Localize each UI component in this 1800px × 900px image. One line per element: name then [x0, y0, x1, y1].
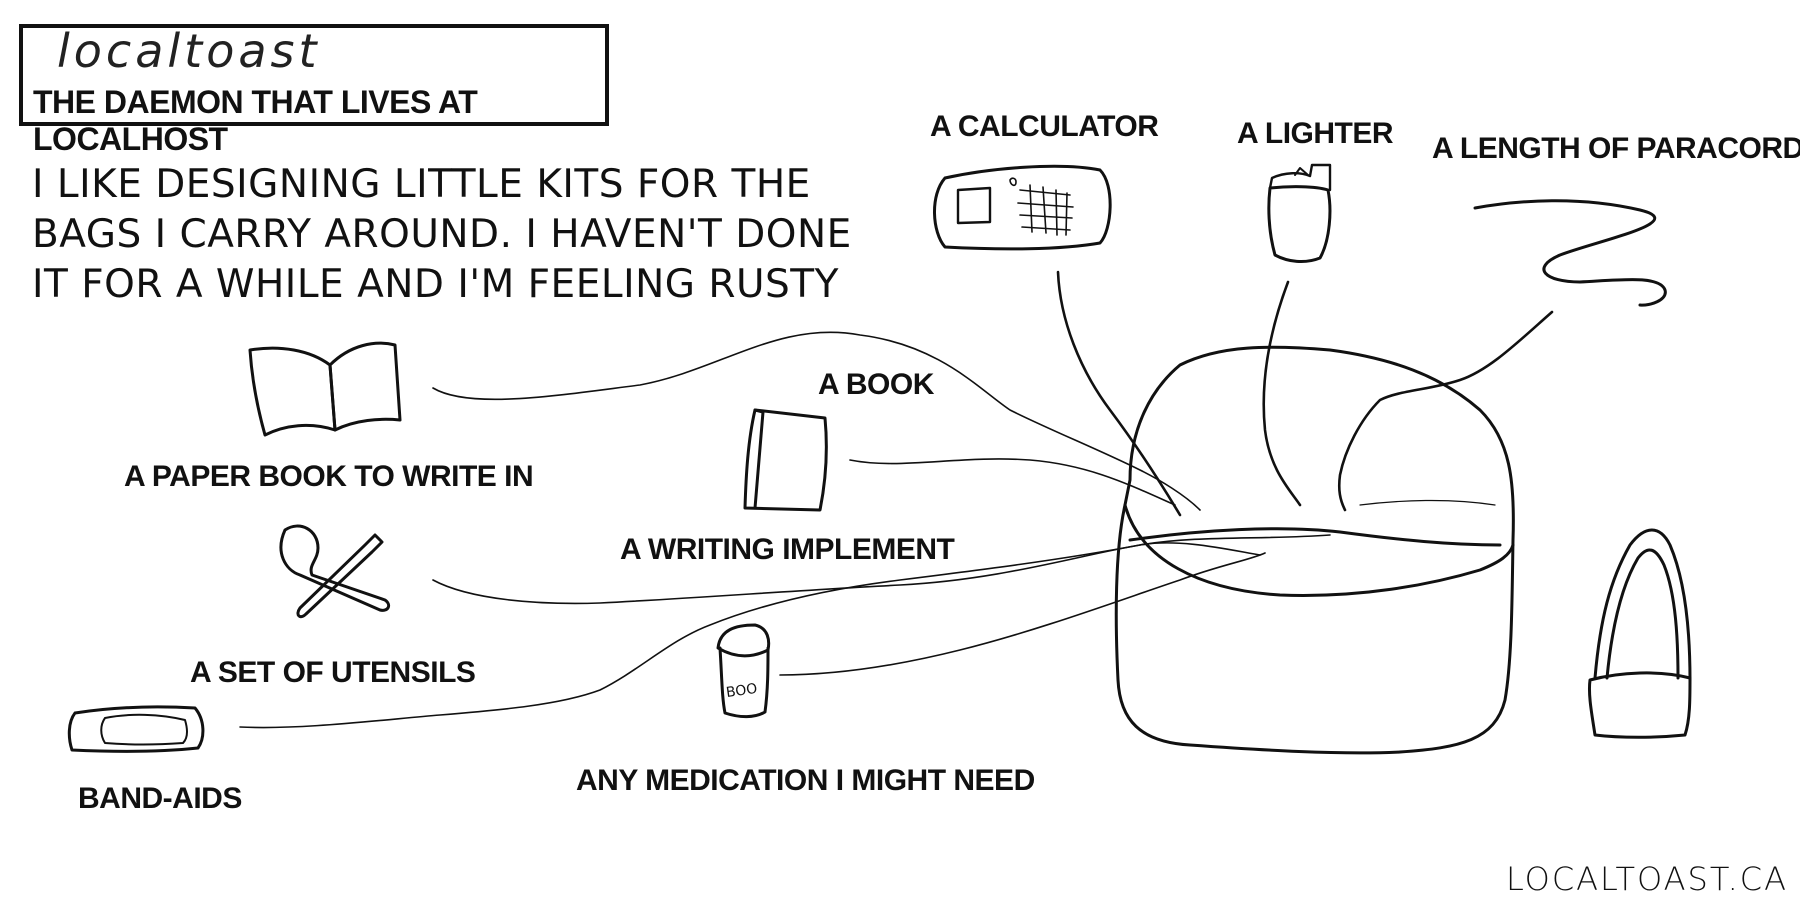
lighter-body	[1267, 185, 1332, 264]
connector-paper-book	[432, 331, 1201, 511]
label-medication: ANY MEDICATION I MIGHT NEED	[576, 764, 1035, 797]
open-book-right-page	[328, 341, 402, 432]
connector-bandaids	[239, 542, 1261, 729]
label-book: A BOOK	[818, 368, 934, 401]
intro-line: I LIKE DESIGNING LITTLE KITS FOR THE	[32, 162, 811, 207]
calculator-screen	[956, 186, 992, 225]
paper-book-drawing	[248, 341, 402, 437]
connector-lines	[239, 331, 1331, 729]
bandaid-drawing	[67, 705, 205, 753]
header-box: localtoast THE DAEMON THAT LIVES AT LOCA…	[19, 24, 609, 157]
bag-drawing	[1114, 345, 1515, 755]
label-paracord: A LENGTH OF PARACORD	[1432, 132, 1800, 165]
open-book-left-page	[248, 346, 337, 437]
bag-body	[1114, 345, 1515, 755]
intro-line: IT FOR A WHILE AND I'M FEELING RUSTY	[32, 262, 839, 307]
site-subtitle: THE DAEMON THAT LIVES AT LOCALHOST	[33, 84, 478, 157]
connector-medication	[779, 552, 1266, 676]
connector-lighter	[1262, 280, 1302, 507]
shoulder-bag-body	[1588, 671, 1692, 739]
site-logo: localtoast	[57, 24, 321, 78]
intro-text: I LIKE DESIGNING LITTLE KITS FOR THE BAG…	[32, 160, 852, 310]
label-bandaids: BAND-AIDS	[78, 782, 242, 815]
shoulder-bag-strap	[1593, 528, 1692, 682]
label-calculator: A CALCULATOR	[930, 110, 1159, 143]
book-drawing	[743, 408, 828, 512]
calculator-keys	[1009, 177, 1074, 236]
pill-bottle-body	[718, 646, 770, 719]
connector-paracord	[1337, 310, 1554, 512]
intro-line: BAGS I CARRY AROUND. I HAVEN'T DONE	[32, 212, 852, 257]
connector-calculator	[1056, 270, 1182, 517]
paracord-drawing	[1473, 199, 1667, 307]
book-spine	[753, 408, 765, 510]
shoulder-bag-strap-inner	[1605, 548, 1680, 680]
shoulder-bag-drawing	[1588, 528, 1692, 739]
book-cover	[743, 408, 828, 512]
bandaid-outline	[67, 705, 205, 753]
bag-inner-rim	[1128, 527, 1502, 547]
bag-flap	[1123, 503, 1515, 597]
calculator-body	[933, 164, 1112, 251]
pill-bottle-cap	[716, 623, 771, 658]
connector-lines-thick	[1056, 270, 1554, 517]
connector-utensils	[432, 534, 1331, 605]
spoon	[279, 524, 391, 612]
label-paper-book: A PAPER BOOK TO WRITE IN	[124, 460, 534, 493]
calculator-drawing	[933, 164, 1112, 251]
utensils-drawing	[279, 524, 391, 619]
connector-book	[849, 458, 1176, 506]
lighter-drawing	[1267, 163, 1332, 264]
fork	[296, 533, 384, 619]
bag-opening	[1359, 499, 1496, 506]
label-writing-implement: A WRITING IMPLEMENT	[620, 533, 955, 566]
label-lighter: A LIGHTER	[1237, 117, 1394, 150]
bandaid-pad	[100, 713, 189, 746]
label-utensils: A SET OF UTENSILS	[190, 656, 476, 689]
pill-bottle-drawing	[716, 623, 771, 719]
footer-site-link[interactable]: LOCALTOAST.CA	[1505, 860, 1788, 898]
lighter-wheel	[1294, 167, 1309, 176]
